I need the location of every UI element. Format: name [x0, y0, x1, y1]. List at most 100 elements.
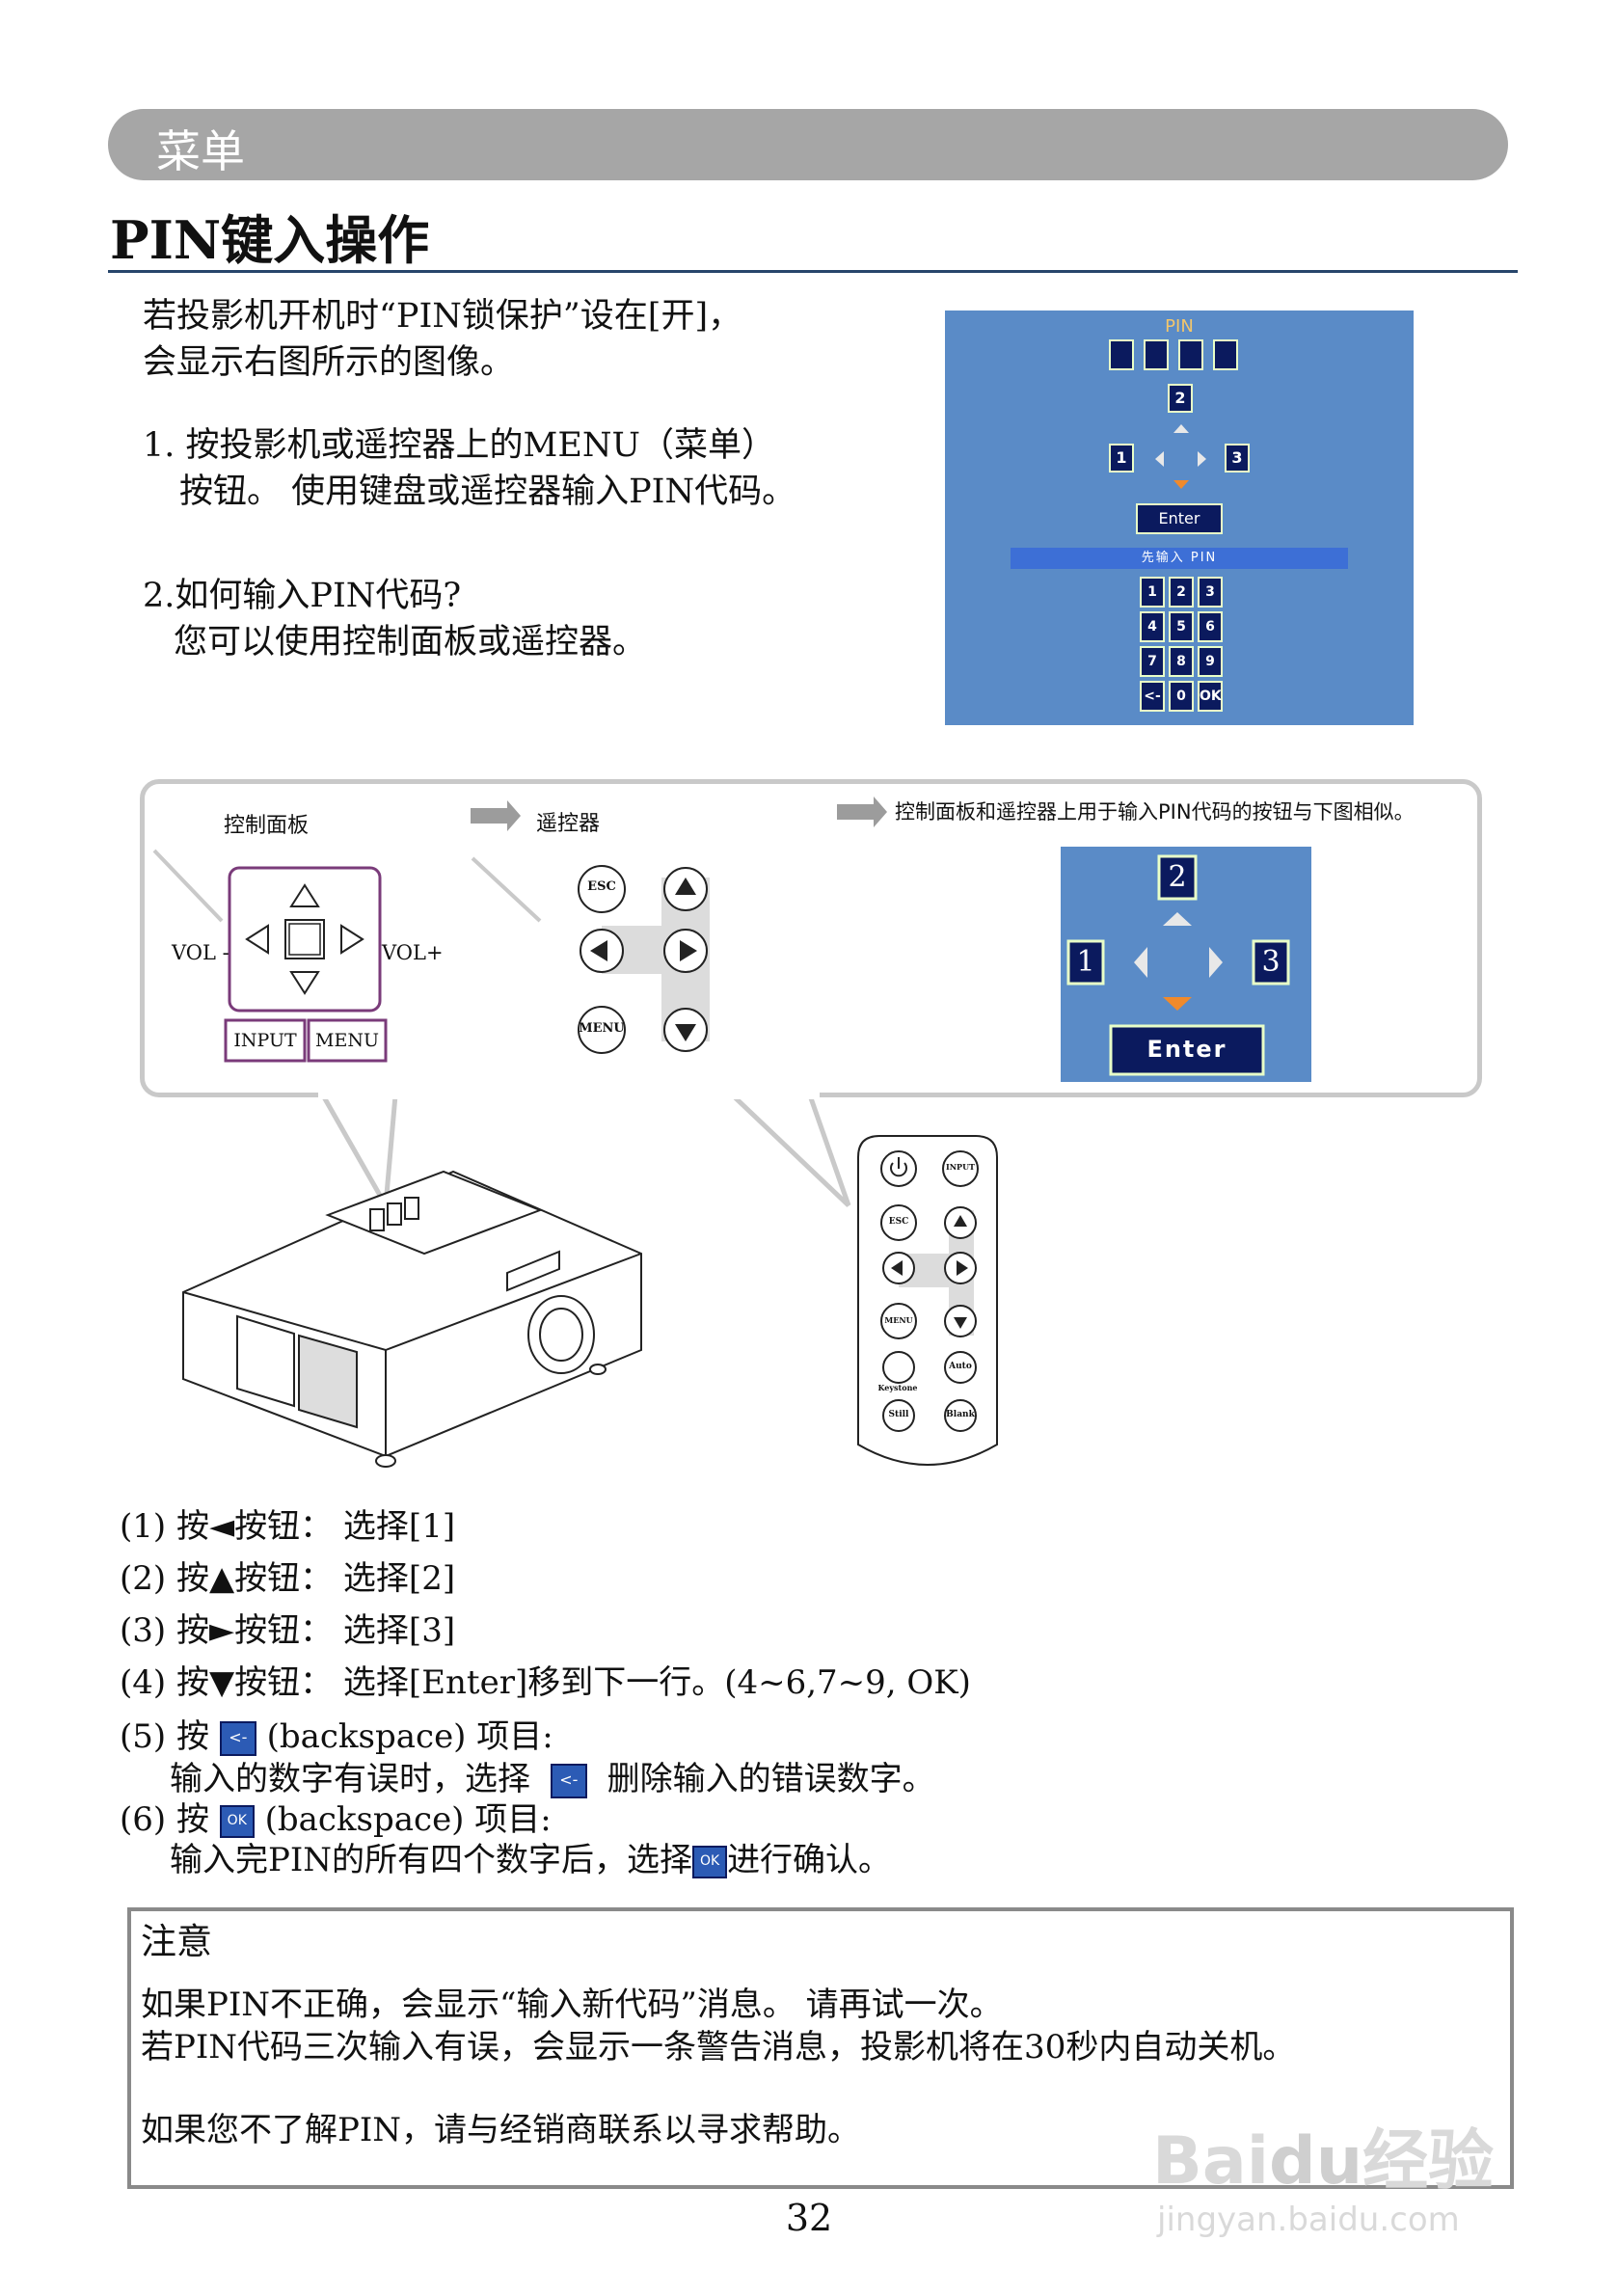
power-icon: [890, 1162, 907, 1177]
right-triangle-icon: [340, 924, 364, 955]
step2-line-2: 您可以使用控制面板或遥控器。: [174, 623, 647, 662]
backspace-detail-a: 输入的数字有误时，选择: [170, 1760, 530, 1798]
remote-keystone-button: [882, 1351, 915, 1384]
remote-menu-label: MENU: [884, 1315, 913, 1325]
remote-still-label: Still: [888, 1410, 909, 1419]
control-panel-label: 控制面板: [224, 814, 310, 838]
similar-buttons-note: 控制面板和遥控器上用于输入PIN代码的按钮与下图相似。: [895, 800, 1415, 824]
ok-key-icon: OK: [219, 1805, 255, 1838]
title-divider: [108, 270, 1518, 273]
remote-auto-button: [944, 1351, 977, 1384]
callout-pointer-mask: [318, 1088, 820, 1099]
zoom-left-icon: [1134, 947, 1147, 978]
esc-label: ESC: [587, 879, 616, 894]
right-arrow-icon: [680, 940, 697, 961]
intro-line-2: 会显示右图所示的图像。: [143, 343, 515, 382]
pin-key-right: 3: [1225, 444, 1250, 473]
ok-detail-b: 进行确认。: [727, 1841, 892, 1879]
remote-control: [857, 1135, 998, 1466]
remote-input-label: INPUT: [946, 1162, 975, 1172]
down-arrow-icon: [675, 1024, 696, 1041]
instruction-item: (4) 按▼按钮： 选择[Enter]移到下一行。(4~6,7~9, OK): [120, 1663, 971, 1702]
note-box: 注意 如果PIN不正确，会显示“输入新代码”消息。 请再试一次。 若PIN代码三…: [127, 1907, 1514, 2189]
projector-drawing: [182, 1170, 642, 1468]
backspace-detail-b: 删除输入的错误数字。: [607, 1760, 935, 1798]
ok-prefix: (6) 按: [120, 1800, 209, 1839]
zoom-key-top: 2: [1168, 860, 1187, 894]
note-line-1: 如果PIN不正确，会显示“输入新代码”消息。 请再试一次。: [141, 1985, 1003, 2024]
menu-remote-label: MENU: [579, 1021, 625, 1036]
controls-illustration: [152, 797, 1311, 1468]
remote-keystone-label: Keystone: [877, 1383, 918, 1392]
pin-key-left: 1: [1109, 444, 1134, 473]
zoom-enter-key: Enter: [1146, 1036, 1227, 1063]
pin-digit-slot: [1109, 339, 1134, 370]
arrow-left-icon: [1155, 451, 1164, 467]
keypad-key: <-: [1140, 681, 1165, 712]
remote-menu-button: [880, 1303, 917, 1339]
backspace-key-icon: <-: [219, 1721, 256, 1756]
dpad-highlight: [602, 878, 710, 1041]
remote-blank-button: [944, 1399, 977, 1432]
pin-key-top: 2: [1168, 384, 1193, 413]
note-title: 注意: [141, 1921, 212, 1962]
keypad-key: 1: [1140, 577, 1165, 608]
projector-body: [182, 1170, 642, 1458]
ok-detail-a: 输入完PIN的所有四个数字后，选择: [170, 1841, 693, 1879]
section-header: 菜单: [108, 109, 1508, 180]
zoom-up-icon: [1163, 912, 1192, 926]
section-label: 菜单: [156, 125, 245, 177]
projector-side-panel: [236, 1314, 295, 1408]
arrow-down-icon: [1173, 480, 1189, 489]
intro-line-1: 若投影机开机时“PIN锁保护”设在[开]，: [143, 297, 742, 336]
watermark-url: jingyan.baidu.com: [1157, 2201, 1460, 2239]
step2-line-1: 2.如何输入PIN代码?: [143, 577, 462, 615]
remote-blank-label: Blank: [946, 1410, 975, 1419]
menu-panel-button: [307, 1018, 388, 1063]
remote-input-button: [942, 1150, 979, 1187]
note-line-2: 若PIN代码三次输入有误，会显示一条警告消息，投影机将在30秒内自动关机。: [141, 2028, 1296, 2066]
up-arrow-icon: [675, 878, 696, 895]
watermark-brand-b: du: [1269, 2123, 1363, 2200]
keypad-key: 6: [1198, 611, 1223, 642]
arrow-up-icon: [1173, 424, 1189, 433]
pin-digit-slot: [1178, 339, 1203, 370]
menu-label: MENU: [315, 1030, 379, 1051]
leader-line: [152, 849, 224, 923]
ok-suffix: (backspace) 项目:: [264, 1800, 552, 1839]
keypad-key: 3: [1198, 577, 1223, 608]
esc-button: [578, 865, 626, 913]
arrow-right-icon: [837, 797, 887, 827]
watermark-brand-c: 经验: [1362, 2123, 1495, 2200]
pin-screen-title: PIN: [1165, 316, 1194, 337]
input-panel-button: [224, 1018, 307, 1063]
zoom-down-icon: [1163, 997, 1192, 1011]
input-label: INPUT: [233, 1030, 297, 1051]
page-number: 32: [785, 2197, 833, 2239]
remote-still-button: [882, 1399, 915, 1432]
remote-auto-label: Auto: [949, 1362, 972, 1371]
backspace-prefix: (5) 按: [120, 1717, 209, 1756]
keypad-key: 7: [1140, 646, 1165, 677]
backspace-item: (5) 按 <- (backspace) 项目:: [120, 1715, 553, 1759]
instruction-item: (1) 按◄按钮： 选择[1]: [120, 1507, 456, 1546]
remote-esc-button: [880, 1204, 917, 1241]
leader-line: [471, 856, 542, 923]
remote-esc-label: ESC: [888, 1217, 909, 1227]
keypad-key: 8: [1169, 646, 1194, 677]
keypad-key: 9: [1198, 646, 1223, 677]
left-triangle-icon: [245, 924, 269, 955]
arrow-right-icon: [471, 800, 521, 831]
pin-prompt-bar: 先输入 PIN: [1011, 548, 1348, 569]
down-triangle-icon: [289, 971, 320, 995]
backspace-key-icon: <-: [550, 1764, 587, 1798]
callout-pointer-left: [320, 1094, 398, 1214]
keypad-key: 0: [1169, 681, 1194, 712]
keypad-key: 5: [1169, 611, 1194, 642]
baidu-watermark-logo: Baidu经验: [1152, 2107, 1494, 2202]
page-title: PIN键入操作: [110, 209, 430, 271]
keypad-key: 2: [1169, 577, 1194, 608]
